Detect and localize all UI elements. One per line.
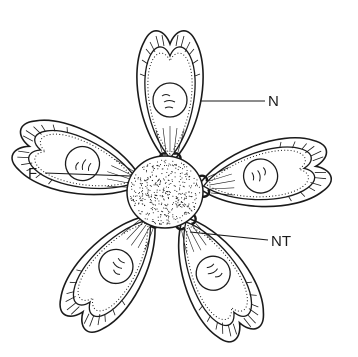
label-n-group: N	[200, 93, 279, 110]
label-n: N	[268, 93, 279, 110]
petal-top	[137, 31, 203, 164]
label-f: F	[28, 165, 37, 182]
label-nt: NT	[271, 233, 291, 250]
central-core	[127, 156, 203, 228]
petal-right	[192, 131, 335, 219]
